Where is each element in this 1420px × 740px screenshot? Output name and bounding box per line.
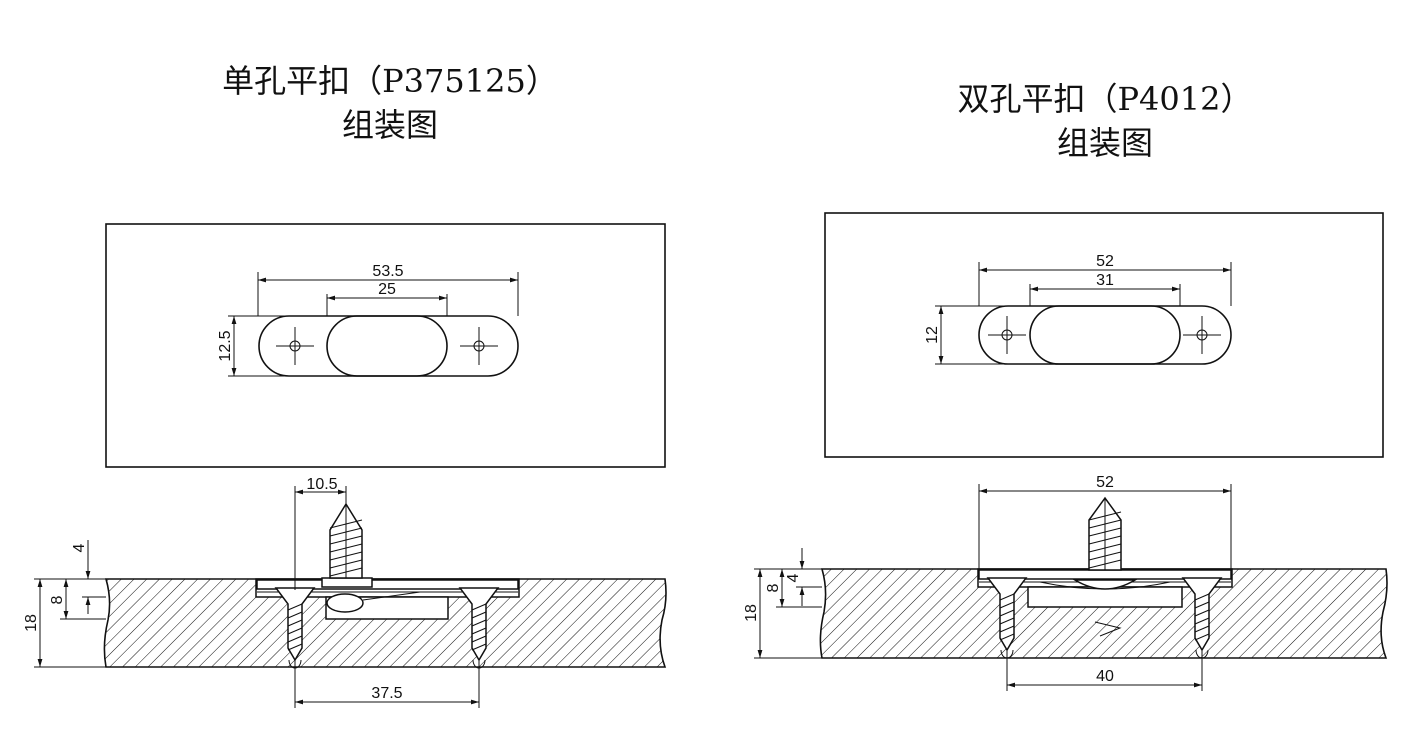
right-dim-depth-b: 8 — [765, 569, 822, 608]
svg-text:18: 18 — [743, 604, 760, 622]
right-top-view-panel — [824, 212, 1384, 458]
left-screw-hole-1 — [276, 327, 314, 365]
right-vertical-screw — [1088, 496, 1122, 571]
left-dim-overall-length: 53.5 — [257, 263, 519, 316]
left-dim-depth-a: 4 — [71, 540, 106, 614]
svg-text:40: 40 — [1096, 668, 1114, 685]
left-dim-hole-spacing: 37.5 — [294, 660, 480, 708]
svg-text:52: 52 — [1096, 474, 1114, 491]
left-dim-height: 12.5 — [217, 315, 289, 377]
right-countersunk-screw-1 — [986, 577, 1028, 659]
left-title-line1: 单孔平扣（P375125） — [222, 62, 558, 100]
right-dim-recess-length: 31 — [1029, 272, 1181, 306]
svg-text:12: 12 — [924, 326, 941, 344]
svg-text:18: 18 — [23, 614, 40, 632]
left-latch-top-view — [258, 315, 519, 377]
right-countersunk-screw-2 — [1181, 577, 1223, 659]
right-title-line1: 双孔平扣（P4012） — [958, 80, 1253, 118]
left-dim-board-thickness: 18 — [23, 578, 106, 668]
left-screw-hole-2 — [460, 327, 498, 365]
svg-text:53.5: 53.5 — [372, 263, 403, 280]
left-vertical-screw — [329, 502, 363, 579]
left-countersunk-screw-1 — [274, 587, 316, 669]
svg-text:25: 25 — [378, 281, 396, 298]
svg-text:8: 8 — [765, 583, 782, 592]
right-dim-height: 12 — [924, 305, 1008, 365]
right-dim-depth-a: 4 — [785, 548, 822, 606]
right-dim-plate-length: 52 — [978, 474, 1232, 570]
svg-text:31: 31 — [1096, 272, 1114, 289]
right-dim-overall-length: 52 — [978, 253, 1232, 306]
right-screw-hole-1 — [988, 316, 1026, 354]
right-dim-hole-spacing: 40 — [1006, 650, 1203, 691]
svg-text:8: 8 — [49, 595, 66, 604]
left-top-view-panel — [105, 223, 666, 468]
right-screw-hole-2 — [1183, 316, 1221, 354]
svg-text:52: 52 — [1096, 253, 1114, 270]
svg-text:37.5: 37.5 — [371, 685, 402, 702]
left-dim-depth-b: 8 — [49, 579, 106, 620]
svg-text:4: 4 — [71, 543, 88, 552]
right-title-line2: 组装图 — [1057, 124, 1153, 162]
right-latch-top-view — [978, 305, 1232, 365]
right-dim-board-thickness: 18 — [743, 568, 822, 659]
left-title-line2: 组装图 — [342, 106, 438, 144]
svg-text:4: 4 — [785, 573, 802, 582]
right-assembly: 双孔平扣（P4012） 组装图 52 — [743, 80, 1388, 691]
left-dim-screw-offset: 10.5 — [294, 476, 347, 590]
left-assembly: 单孔平扣（P375125） 组装图 53.5 — [23, 62, 667, 708]
left-dim-recess-length: 25 — [326, 281, 448, 316]
svg-text:12.5: 12.5 — [217, 330, 234, 361]
svg-text:10.5: 10.5 — [306, 476, 337, 493]
